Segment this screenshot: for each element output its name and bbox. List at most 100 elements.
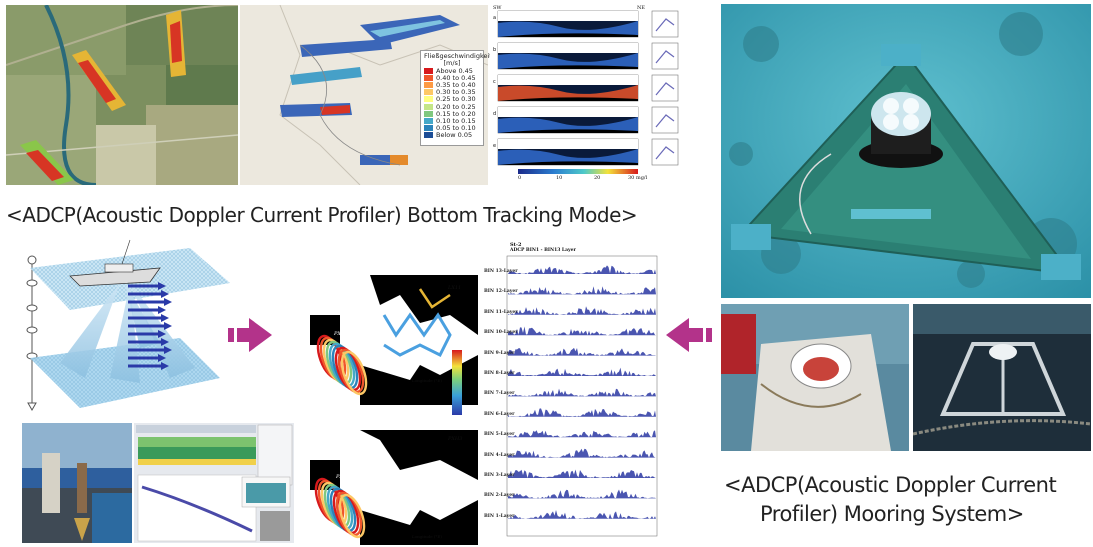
colorbar-tick-1: 10 [556, 175, 563, 181]
velocity-colorbar [452, 350, 462, 415]
velocity-arrow [128, 362, 169, 370]
aerial-velocity-map [6, 5, 238, 185]
bin-label: BIN 6-Layer [484, 411, 515, 417]
legend-entry: Above 0.45 [424, 67, 480, 75]
bin-label: BIN 10-Layer [484, 330, 518, 336]
legend-label: 0.40 to 0.45 [436, 73, 476, 82]
track-coil [331, 344, 359, 390]
bin-series [508, 430, 656, 438]
legend-label: 0.05 to 0.10 [436, 124, 476, 133]
section-row: a [493, 10, 679, 38]
map-label-pxh1: PXH1 [334, 331, 349, 337]
legend-swatch [424, 103, 433, 110]
legend-label: 0.35 to 0.40 [436, 80, 476, 89]
legend-entry: 0.30 to 0.35 [424, 88, 480, 97]
legend-label: 0.25 to 0.30 [436, 95, 476, 104]
legend-swatch [424, 117, 433, 124]
velocity-arrow [128, 282, 166, 290]
bin-series [508, 326, 656, 336]
bin-series [508, 510, 656, 519]
velocity-arrow [128, 330, 166, 338]
mooring-deploy-photo [721, 304, 909, 451]
bin-label: BIN 11-Layer [484, 309, 518, 315]
legend-swatch [424, 96, 433, 103]
bin-series [508, 408, 656, 417]
bin-series [508, 489, 656, 499]
section-row: b [493, 42, 679, 70]
map-label-pxh3-b: PXH3 [336, 474, 351, 480]
bin-label: BIN 3-Layer [484, 473, 515, 478]
legend-entry: 0.20 to 0.25 [424, 103, 480, 111]
map-axis-x-lower: Longitude (°E) [412, 534, 442, 539]
bin-label: BIN 8-Layer [484, 371, 515, 376]
arrow-right-left [228, 316, 274, 354]
legend-swatch [424, 89, 433, 96]
section-row: d [493, 106, 679, 134]
legend-swatch [424, 67, 433, 74]
legend-entry: 0.35 to 0.40 [424, 80, 480, 89]
bin-label: BIN 9-Layer [484, 350, 515, 356]
legend-entry: 0.40 to 0.45 [424, 73, 480, 82]
bin-series [508, 388, 656, 397]
bin-label: BIN 13-Layer [484, 269, 518, 274]
legend-entry: Below 0.05 [424, 131, 480, 139]
bin-label: BIN 1-Layer [484, 513, 515, 519]
mooring-frame-photo [913, 304, 1091, 451]
bin-label: BIN 7-Layer [484, 391, 515, 397]
legend-unit: [m/s] [443, 59, 461, 67]
section-row-letter: c [493, 79, 496, 85]
section-row: c [493, 74, 679, 102]
bin-series [508, 265, 656, 274]
section-row-letter: a [493, 15, 496, 21]
ts-subtitle: ADCP BIN1 - BIN13 Layer [510, 248, 576, 253]
legend-entry: 0.15 to 0.20 [424, 109, 480, 118]
colorbar-tick-3: 30 mg/l [628, 175, 648, 181]
legend-entry: 0.10 to 0.15 [424, 116, 480, 125]
legend-swatch [424, 74, 433, 81]
legend-label: 0.15 to 0.20 [436, 109, 476, 118]
track-coil [338, 493, 366, 539]
legend-swatch [424, 125, 433, 132]
bin-series [508, 286, 656, 295]
legend-label: 0.10 to 0.15 [436, 116, 476, 125]
colorbar-tick-2: 20 [594, 175, 601, 181]
bin-series [508, 347, 656, 356]
section-corner-right: NE [637, 5, 646, 11]
section-corner-left: SW [493, 5, 502, 11]
section-row-letter: b [493, 47, 496, 53]
caption-mooring-line1: <ADCP(Acoustic Doppler Current [724, 473, 1057, 497]
section-colorbar [518, 169, 638, 174]
map-label-lx11: LX11 [448, 285, 462, 291]
bin-label: BIN 12-Layer [484, 289, 518, 295]
velocity-arrow [128, 306, 166, 314]
adcp-schematic [10, 238, 232, 413]
velocity-arrow [128, 346, 172, 354]
adcp-software-screenshot [134, 423, 294, 543]
velocity-arrow [128, 290, 169, 298]
legend-swatch [424, 132, 433, 139]
caption-mooring-line2: Profiler) Mooring System> [760, 502, 1024, 526]
track-coil [340, 350, 368, 396]
bin-label: BIN 2-Layer [484, 493, 515, 499]
velocity-arrow [128, 354, 166, 362]
deck-photo [22, 423, 132, 543]
underwater-mooring-photo [721, 4, 1091, 298]
legend-swatch [424, 81, 433, 88]
velocity-arrow [128, 322, 172, 330]
velocity-arrow [128, 314, 169, 322]
legend-label: 0.30 to 0.35 [436, 88, 476, 97]
track-map-upper: LX11 PXH1 Longitude (°E) [300, 275, 478, 405]
map-label-pxh3-a: PXH3 [448, 436, 463, 442]
section-row-letter: e [493, 143, 496, 149]
arrow-right-pointing-left [664, 316, 714, 354]
bin-label: BIN 4-Layer [484, 452, 515, 458]
track-coil [332, 489, 360, 535]
velocity-arrow [128, 298, 172, 306]
legend-entry: 0.25 to 0.30 [424, 95, 480, 104]
ts-title: St-2 [510, 242, 522, 248]
track-coil [329, 487, 357, 533]
caption-bottom-tracking: <ADCP(Acoustic Doppler Current Profiler)… [6, 203, 638, 227]
bin-series [508, 367, 656, 376]
track-coil [334, 346, 362, 392]
